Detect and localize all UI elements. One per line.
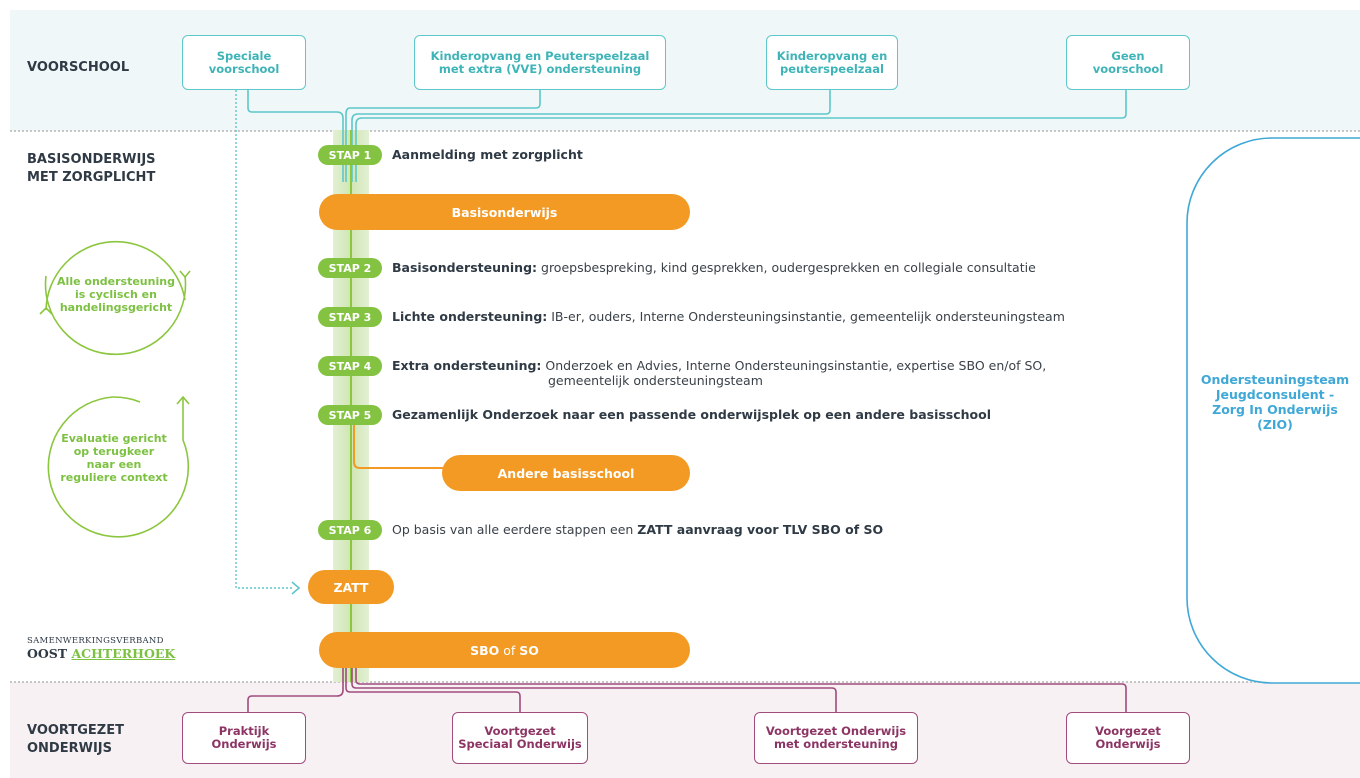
step-1-badge: STAP 1 [318, 145, 382, 165]
step-1-text: Aanmelding met zorgplicht [392, 147, 583, 162]
step-4-text: Extra ondersteuning: Onderzoek en Advies… [392, 358, 1047, 388]
divider-top [10, 130, 1360, 132]
step-3-text: Lichte ondersteuning: IB-er, ouders, Int… [392, 309, 1065, 324]
bar-andere-basisschool: Andere basisschool [442, 455, 690, 491]
section-voorschool: VOORSCHOOL [27, 60, 130, 75]
step-2-badge: STAP 2 [318, 258, 382, 278]
bar-zatt: ZATT [308, 570, 394, 604]
bar-basisonderwijs: Basisonderwijs [319, 194, 690, 230]
step-5-badge: STAP 5 [318, 405, 382, 425]
andere-connector [353, 420, 446, 469]
step-6-badge: STAP 6 [318, 520, 382, 540]
cycle-icon [39, 240, 191, 356]
logo-top-line: SAMENWERKINGSVERBAND [27, 636, 164, 646]
zatt-dotted-connector [235, 90, 292, 589]
step-6-text: Op basis van alle eerdere stappen een ZA… [392, 522, 884, 537]
bar-sbo-of-so: SBO of SO [319, 632, 690, 668]
step-5-text: Gezamenlijk Onderzoek naar een passende … [392, 407, 992, 422]
step-3-badge: STAP 3 [318, 307, 382, 327]
logo-main-line: OOST ACHTERHOEK [27, 646, 176, 661]
step-2-text: Basisondersteuning: groepsbespreking, ki… [392, 260, 1036, 275]
step-4-badge: STAP 4 [318, 356, 382, 376]
voortgezet-connectors [247, 665, 1127, 712]
zatt-arrow-icon [291, 581, 301, 595]
divider-bottom [10, 681, 1360, 683]
voorschool-connectors [247, 90, 1127, 182]
side-panel-shape [1186, 137, 1360, 684]
evaluation-arrow-icon [47, 395, 190, 538]
